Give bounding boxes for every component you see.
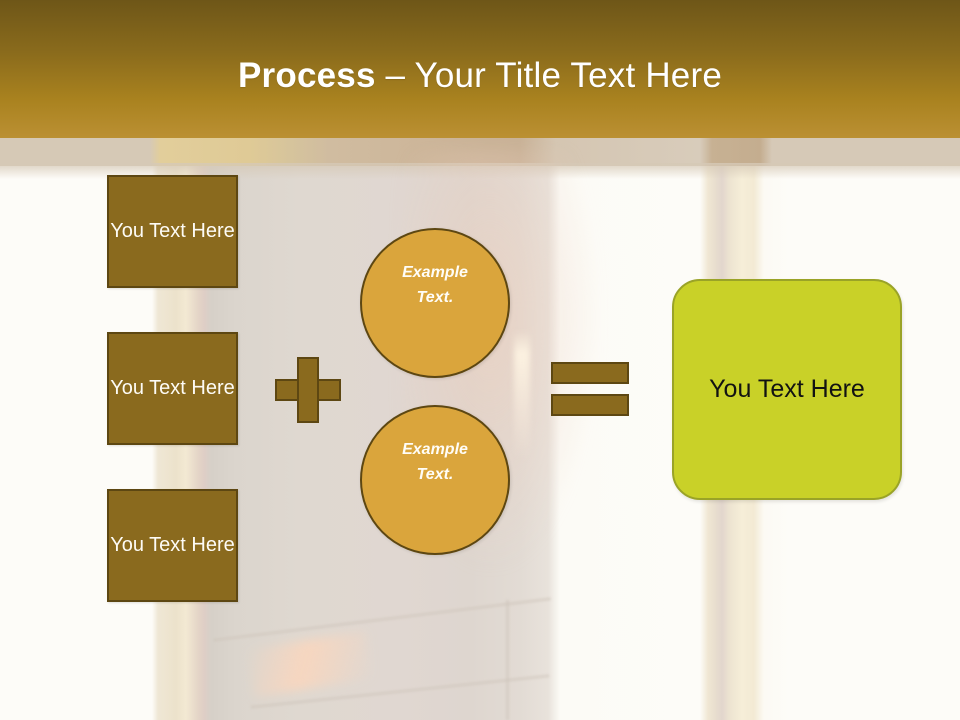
plus-icon-center	[299, 381, 317, 399]
example-circle-2-line2: Text.	[416, 466, 454, 483]
background-panel-line	[506, 600, 509, 720]
page-title-strong: Process	[238, 56, 376, 95]
background-light-streak	[514, 330, 530, 460]
example-circle-2[interactable]: Example Text.	[360, 405, 510, 555]
input-box-3[interactable]: You Text Here	[107, 489, 238, 602]
example-circle-2-line1: Example	[402, 441, 468, 459]
title-banner: Process – Your Title Text Here	[0, 0, 960, 138]
result-box[interactable]: You Text Here	[672, 279, 902, 500]
equals-icon-top-bar	[551, 362, 629, 384]
page-title-rest: – Your Title Text Here	[375, 56, 722, 95]
equals-icon	[551, 362, 629, 416]
page-title: Process – Your Title Text Here	[238, 56, 722, 96]
plus-icon	[275, 357, 341, 423]
example-circle-1-line2: Text.	[416, 289, 454, 306]
input-box-2[interactable]: You Text Here	[107, 332, 238, 445]
example-circle-1-line1: Example	[402, 264, 468, 282]
equals-icon-bottom-bar	[551, 394, 629, 416]
input-box-1[interactable]: You Text Here	[107, 175, 238, 288]
example-circle-1[interactable]: Example Text.	[360, 228, 510, 378]
